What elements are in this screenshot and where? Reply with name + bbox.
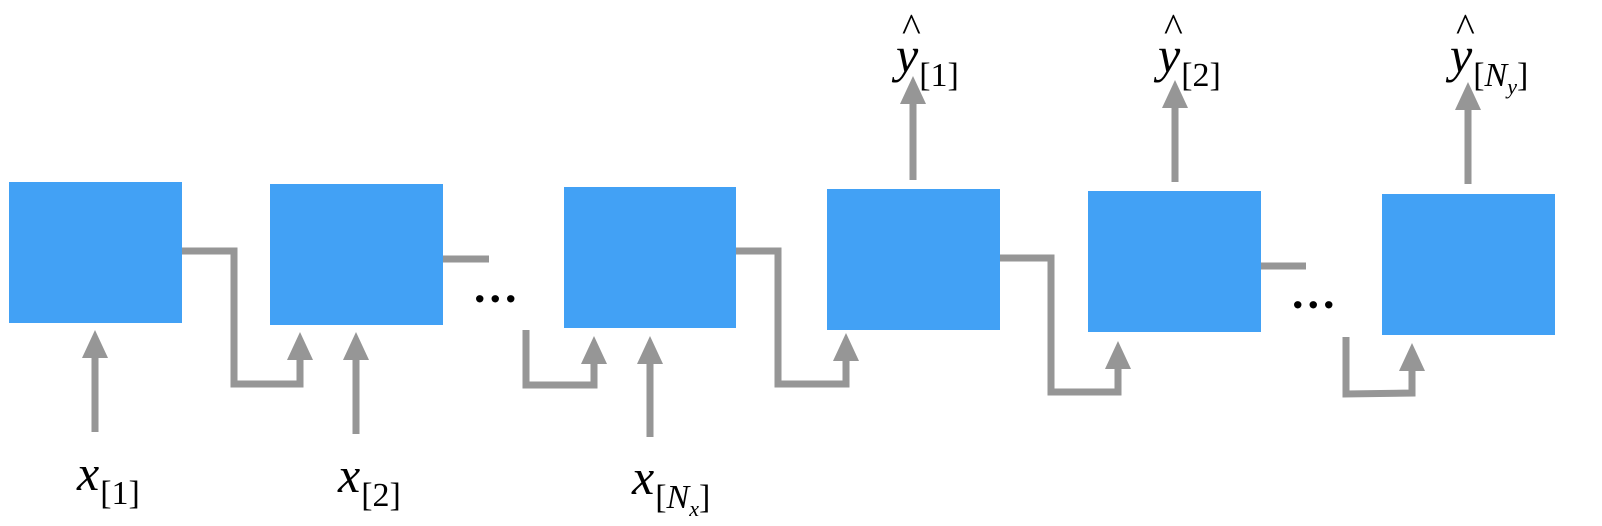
rnn-cell-1 (9, 182, 182, 323)
input-index: [1] (100, 475, 140, 512)
input-label-1: x[1] (77, 445, 140, 511)
hidden-state-arrowhead-6 (1399, 343, 1425, 371)
input-label-2: x[2] (338, 447, 401, 513)
input-symbol: x (632, 449, 655, 505)
input-symbol: x (77, 445, 100, 501)
output-symbol: y (1158, 27, 1181, 83)
hidden-state-connector-in-6 (1342, 337, 1416, 398)
output-label-3: ^y[Ny] (1450, 8, 1528, 98)
ellipsis-decoder: ... (1292, 267, 1339, 318)
output-arrowhead-1 (900, 76, 926, 104)
hidden-state-connector-1-2 (182, 247, 304, 388)
output-arrowhead-2 (1162, 80, 1188, 108)
index-close-bracket: ] (1516, 57, 1529, 94)
hidden-state-arrowhead-5 (1105, 341, 1131, 369)
output-label-2: ^y[2] (1158, 8, 1221, 93)
input-symbol: x (338, 447, 361, 503)
hat-accent: ^ (902, 5, 921, 50)
rnn-cell-2 (270, 184, 443, 325)
input-arrowhead-2 (343, 332, 369, 360)
input-label-3: x[Nx] (632, 449, 710, 520)
index-subscript: y (1507, 74, 1517, 99)
output-symbol-with-hat: ^y (1450, 8, 1475, 83)
output-index: [1] (919, 57, 959, 94)
index-open-bracket: [ (1473, 57, 1485, 94)
output-index: [2] (1181, 57, 1221, 94)
input-index: [Nx] (655, 479, 711, 520)
rnn-cell-4 (827, 189, 1000, 330)
index-close-bracket: ] (698, 479, 711, 516)
output-label-1: ^y[1] (896, 8, 959, 93)
rnn-cell-6 (1382, 194, 1555, 335)
hidden-state-connector-3-4 (736, 247, 850, 388)
input-arrowhead-3 (637, 336, 663, 364)
hat-accent: ^ (1456, 5, 1475, 50)
hidden-state-arrowhead-3 (581, 336, 607, 364)
input-index: [2] (361, 477, 401, 514)
output-symbol: y (1450, 27, 1473, 83)
input-arrowhead-1 (82, 330, 108, 358)
index-variable: N (1484, 57, 1508, 94)
output-symbol: y (896, 27, 919, 83)
rnn-cell-3 (564, 187, 736, 328)
hidden-state-arrowhead-4 (833, 333, 859, 361)
hat-accent: ^ (1164, 5, 1183, 50)
rnn-cell-5 (1088, 191, 1261, 332)
hidden-state-connector-4-5 (1000, 254, 1122, 396)
output-symbol-with-hat: ^y (896, 8, 921, 83)
index-open-bracket: [ (655, 479, 667, 516)
output-index: [Ny] (1473, 57, 1529, 98)
index-variable: N (666, 479, 690, 516)
hidden-state-connector-in-3 (522, 330, 598, 389)
output-arrowhead-3 (1455, 82, 1481, 110)
output-symbol-with-hat: ^y (1158, 8, 1183, 83)
ellipsis-encoder: ... (474, 261, 521, 312)
index-subscript: x (689, 496, 699, 521)
hidden-state-arrowhead-2 (287, 332, 313, 360)
